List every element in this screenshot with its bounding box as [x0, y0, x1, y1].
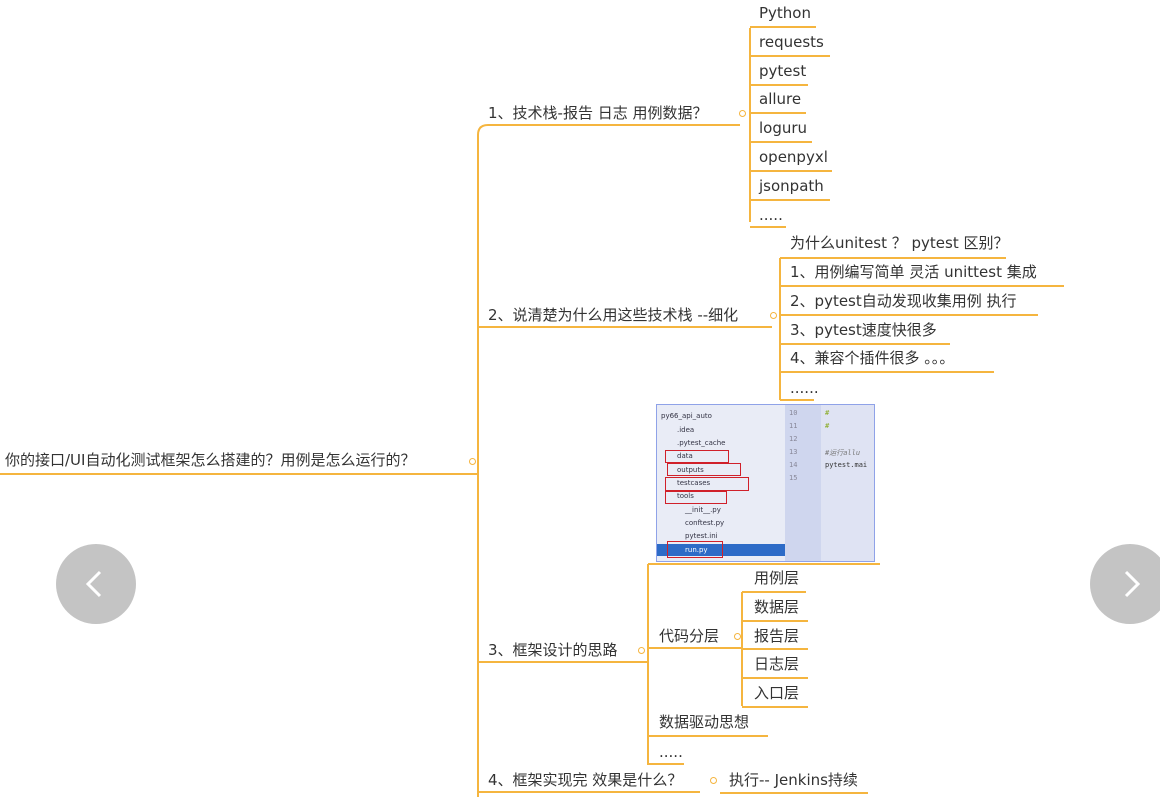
- list-item[interactable]: loguru: [759, 119, 808, 137]
- list-item[interactable]: 为什么unitest ？ pytest 区别？: [790, 234, 1009, 252]
- collapse-dot[interactable]: [638, 647, 645, 654]
- tree-item[interactable]: tools: [677, 492, 694, 500]
- data-driven-topic[interactable]: 数据驱动思想: [659, 713, 750, 731]
- line-number: 12: [789, 435, 798, 443]
- highlight-box: [665, 491, 727, 504]
- code-line: pytest.mai: [825, 461, 868, 469]
- code-panel: [821, 405, 874, 561]
- item-underline: [742, 677, 808, 679]
- tree-item-selected[interactable]: run.py: [685, 546, 708, 554]
- tree-item[interactable]: .pytest_cache: [677, 439, 726, 447]
- highlight-box: [665, 477, 749, 491]
- list-item[interactable]: jsonpath: [759, 177, 824, 195]
- branch-result[interactable]: 4、框架实现完 效果是什么？: [488, 771, 683, 789]
- item-underline: [750, 199, 830, 201]
- next-button[interactable]: [1090, 544, 1160, 624]
- list-item[interactable]: ......: [790, 379, 819, 397]
- collapse-dot[interactable]: [469, 458, 476, 465]
- item-underline: [648, 735, 768, 737]
- item-underline: [750, 170, 832, 172]
- tree-item[interactable]: __init__.py: [685, 506, 721, 514]
- highlight-box: [667, 463, 741, 476]
- list-item[interactable]: 4、兼容个插件很多 。。。: [790, 349, 955, 367]
- list-item[interactable]: requests: [759, 33, 824, 51]
- list-item[interactable]: .....: [759, 206, 783, 224]
- layer-item[interactable]: 日志层: [754, 655, 800, 673]
- collapse-dot[interactable]: [770, 312, 777, 319]
- item-underline: [742, 706, 808, 708]
- item-underline: [750, 55, 830, 57]
- item-underline: [742, 620, 808, 622]
- item-underline: [780, 314, 1038, 316]
- layer-item[interactable]: 报告层: [754, 627, 800, 645]
- project-structure-image[interactable]: py66_api_auto .idea .pytest_cache data o…: [656, 404, 875, 562]
- line-number: 10: [789, 409, 798, 417]
- root-topic[interactable]: 你的接口/UI自动化测试框架怎么搭建的？用例是怎么运行的？: [5, 451, 416, 469]
- list-item[interactable]: Python: [759, 4, 811, 22]
- list-item[interactable]: 2、pytest自动发现收集用例 执行: [790, 292, 1017, 310]
- chevron-right-icon: [1124, 570, 1141, 598]
- item-underline: [750, 226, 786, 228]
- item-underline: [720, 792, 868, 794]
- item-underline: [750, 84, 808, 86]
- tree-item[interactable]: testcases: [677, 479, 711, 487]
- item-underline: [750, 26, 816, 28]
- item-underline: [780, 371, 994, 373]
- item-underline: [750, 112, 806, 114]
- highlight-box: [667, 541, 723, 558]
- tree-item[interactable]: pytest.ini: [685, 532, 718, 540]
- tree-item[interactable]: .idea: [677, 426, 695, 434]
- collapse-dot[interactable]: [739, 110, 746, 117]
- layer-item[interactable]: 用例层: [754, 569, 800, 587]
- item-underline: [742, 648, 808, 650]
- item-underline: [780, 343, 950, 345]
- tree-item[interactable]: conftest.py: [685, 519, 725, 527]
- branch-why-stack[interactable]: 2、说清楚为什么用这些技术栈 --细化: [488, 306, 739, 324]
- code-line: #: [825, 422, 830, 430]
- list-item[interactable]: 3、pytest速度快很多: [790, 321, 937, 339]
- line-number-gutter: [785, 405, 821, 561]
- code-line: #: [825, 409, 830, 417]
- layer-item[interactable]: 入口层: [754, 684, 800, 702]
- list-item[interactable]: allure: [759, 90, 802, 108]
- chevron-left-icon: [85, 570, 102, 598]
- line-number: 11: [789, 422, 798, 430]
- collapse-dot[interactable]: [710, 777, 717, 784]
- list-item[interactable]: 执行-- Jenkins持续: [729, 771, 858, 789]
- selected-row-highlight: [657, 544, 785, 556]
- item-underline: [780, 399, 814, 401]
- prev-button[interactable]: [56, 544, 136, 624]
- collapse-dot[interactable]: [734, 633, 741, 640]
- line-number: 13: [789, 448, 798, 456]
- branch-tech-stack[interactable]: 1、技术栈-报告 日志 用例数据？: [488, 104, 708, 122]
- list-item[interactable]: pytest: [759, 62, 807, 80]
- highlight-box: [665, 450, 729, 463]
- item-underline: [750, 141, 812, 143]
- list-item[interactable]: openpyxl: [759, 148, 828, 166]
- item-underline: [648, 763, 684, 765]
- list-item[interactable]: .....: [659, 743, 683, 761]
- item-underline: [780, 257, 1006, 259]
- line-number: 14: [789, 461, 798, 469]
- item-underline: [742, 591, 806, 593]
- code-line: #运行allu: [825, 449, 861, 457]
- tree-item[interactable]: outputs: [677, 466, 704, 474]
- project-tree-panel: py66_api_auto .idea .pytest_cache data o…: [657, 405, 785, 561]
- branch-design-idea[interactable]: 3、框架设计的思路: [488, 641, 618, 659]
- tree-item[interactable]: data: [677, 452, 693, 460]
- tree-item-root[interactable]: py66_api_auto: [661, 412, 712, 420]
- list-item[interactable]: 1、用例编写简单 灵活 unittest 集成: [790, 263, 1037, 281]
- code-layering-topic[interactable]: 代码分层: [659, 627, 720, 645]
- layer-item[interactable]: 数据层: [754, 598, 800, 616]
- item-underline: [780, 285, 1064, 287]
- line-number: 15: [789, 474, 798, 482]
